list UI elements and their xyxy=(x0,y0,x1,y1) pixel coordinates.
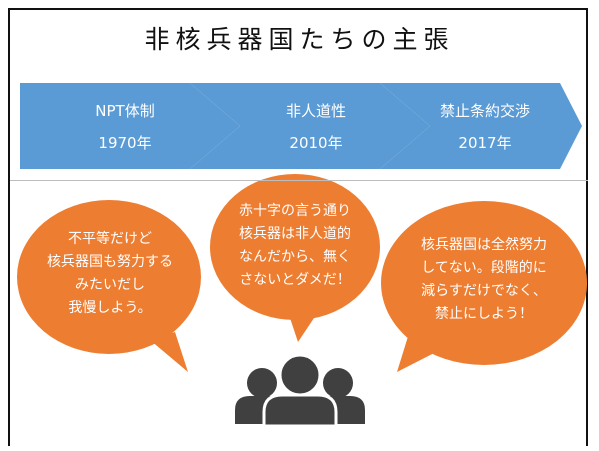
bubble-left-text: 不平等だけど 核兵器国も努力する みたいだし 我慢しよう。 xyxy=(47,231,173,316)
speech-bubble-left xyxy=(17,200,201,372)
stage-1-name: NPT体制 xyxy=(95,102,155,120)
page-title: 非核兵器国たちの主張 xyxy=(144,25,455,54)
speech-bubble-right xyxy=(381,201,587,372)
stage-1-label: NPT体制 1970年 xyxy=(60,95,190,159)
section-divider xyxy=(10,180,588,181)
chevron-stage-1 xyxy=(20,83,240,169)
stage-2-label: 非人道性 2010年 xyxy=(251,95,381,159)
stage-2-year: 2010年 xyxy=(289,134,343,152)
bubble-center-text: 赤十字の言う通り 核兵器は非人道的 なんだから、無く さないとダメだ！ xyxy=(239,203,351,288)
bubble-right-text: 核兵器国は全然努力 してない。段階的に 減らすだけでなく、 禁止にしよう！ xyxy=(421,237,547,322)
chevron-stage-2 xyxy=(190,83,430,169)
stage-3-name: 禁止条約交渉 xyxy=(439,102,530,120)
speech-bubble-center xyxy=(210,174,380,342)
stage-2-name: 非人道性 xyxy=(285,102,346,120)
stage-3-label: 禁止条約交渉 2017年 xyxy=(420,95,550,159)
people-group-icon xyxy=(235,353,365,428)
stage-1-year: 1970年 xyxy=(98,134,152,152)
chevron-stage-3 xyxy=(380,83,582,169)
stage-3-year: 2017年 xyxy=(458,134,512,152)
